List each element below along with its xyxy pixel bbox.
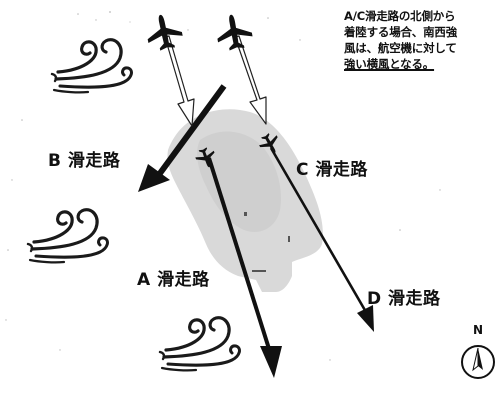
runway-c-label: C 滑走路: [296, 160, 368, 180]
compass-north-label: N: [473, 323, 484, 337]
approach-arrow-left: [164, 35, 195, 127]
airport-area-shade: [197, 131, 282, 232]
airplane-icon: [143, 11, 185, 53]
note-line-2: 着陸する場合、南西強: [344, 25, 457, 39]
wind-gust-icon: [50, 38, 134, 94]
paper-speckle: [5, 11, 441, 361]
airport-marks: [244, 212, 290, 272]
note-line-1: A/C滑走路の北側から: [344, 9, 456, 23]
runway-a-label: A 滑走路: [137, 270, 210, 290]
runway-b-arrow-shaft: [155, 84, 227, 178]
airplane-icon: [213, 11, 255, 53]
note-line-4: 強い横風となる。: [344, 57, 435, 71]
runway-a-arrowhead: [260, 346, 282, 378]
runway-b-arrowhead: [138, 164, 170, 192]
wind-gust-icon: [158, 316, 242, 372]
runway-d-arrowhead: [357, 305, 374, 332]
runway-c-line: [269, 147, 368, 313]
compass-icon: [461, 345, 495, 379]
runway-b-label: B 滑走路: [48, 151, 121, 171]
runway-d-label: D 滑走路: [367, 289, 441, 309]
note-line-3: 風は、航空機に対して: [344, 41, 457, 55]
runway-a-line: [207, 157, 272, 353]
explanation-note: A/C滑走路の北側から 着陸する場合、南西強 風は、航空機に対して 強い横風とな…: [344, 8, 497, 72]
wind-gust-icon: [26, 208, 110, 264]
